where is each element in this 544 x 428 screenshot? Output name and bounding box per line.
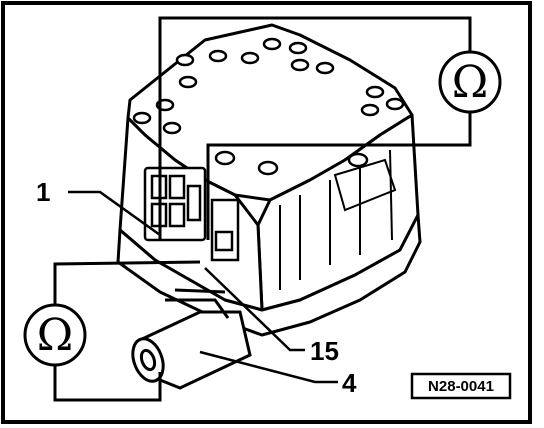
leader-1 bbox=[68, 190, 161, 237]
housing-bolt-holes bbox=[132, 37, 405, 176]
callout-15: 15 bbox=[310, 336, 339, 366]
ohmmeter-lower: Ω bbox=[23, 303, 87, 367]
callout-4: 4 bbox=[342, 368, 357, 398]
ohmmeter-icon bbox=[438, 50, 502, 114]
ohmmeter-upper: Ω bbox=[438, 50, 502, 114]
measuring-leads bbox=[53, 16, 472, 402]
ohmmeter-symbol-lower: Ω bbox=[37, 310, 73, 361]
figure-frame bbox=[1, 1, 532, 424]
ohmmeter-symbol-upper: Ω bbox=[452, 57, 488, 108]
reference-code-box: N28-0041 bbox=[410, 372, 512, 400]
leader-4 bbox=[199, 350, 338, 384]
callout-1: 1 bbox=[36, 177, 50, 207]
reference-code: N28-0041 bbox=[428, 378, 494, 395]
ohmmeter-icon bbox=[23, 303, 87, 367]
housing-ribs bbox=[279, 149, 397, 290]
callout-leaders bbox=[68, 190, 338, 384]
leader-15 bbox=[204, 267, 305, 352]
